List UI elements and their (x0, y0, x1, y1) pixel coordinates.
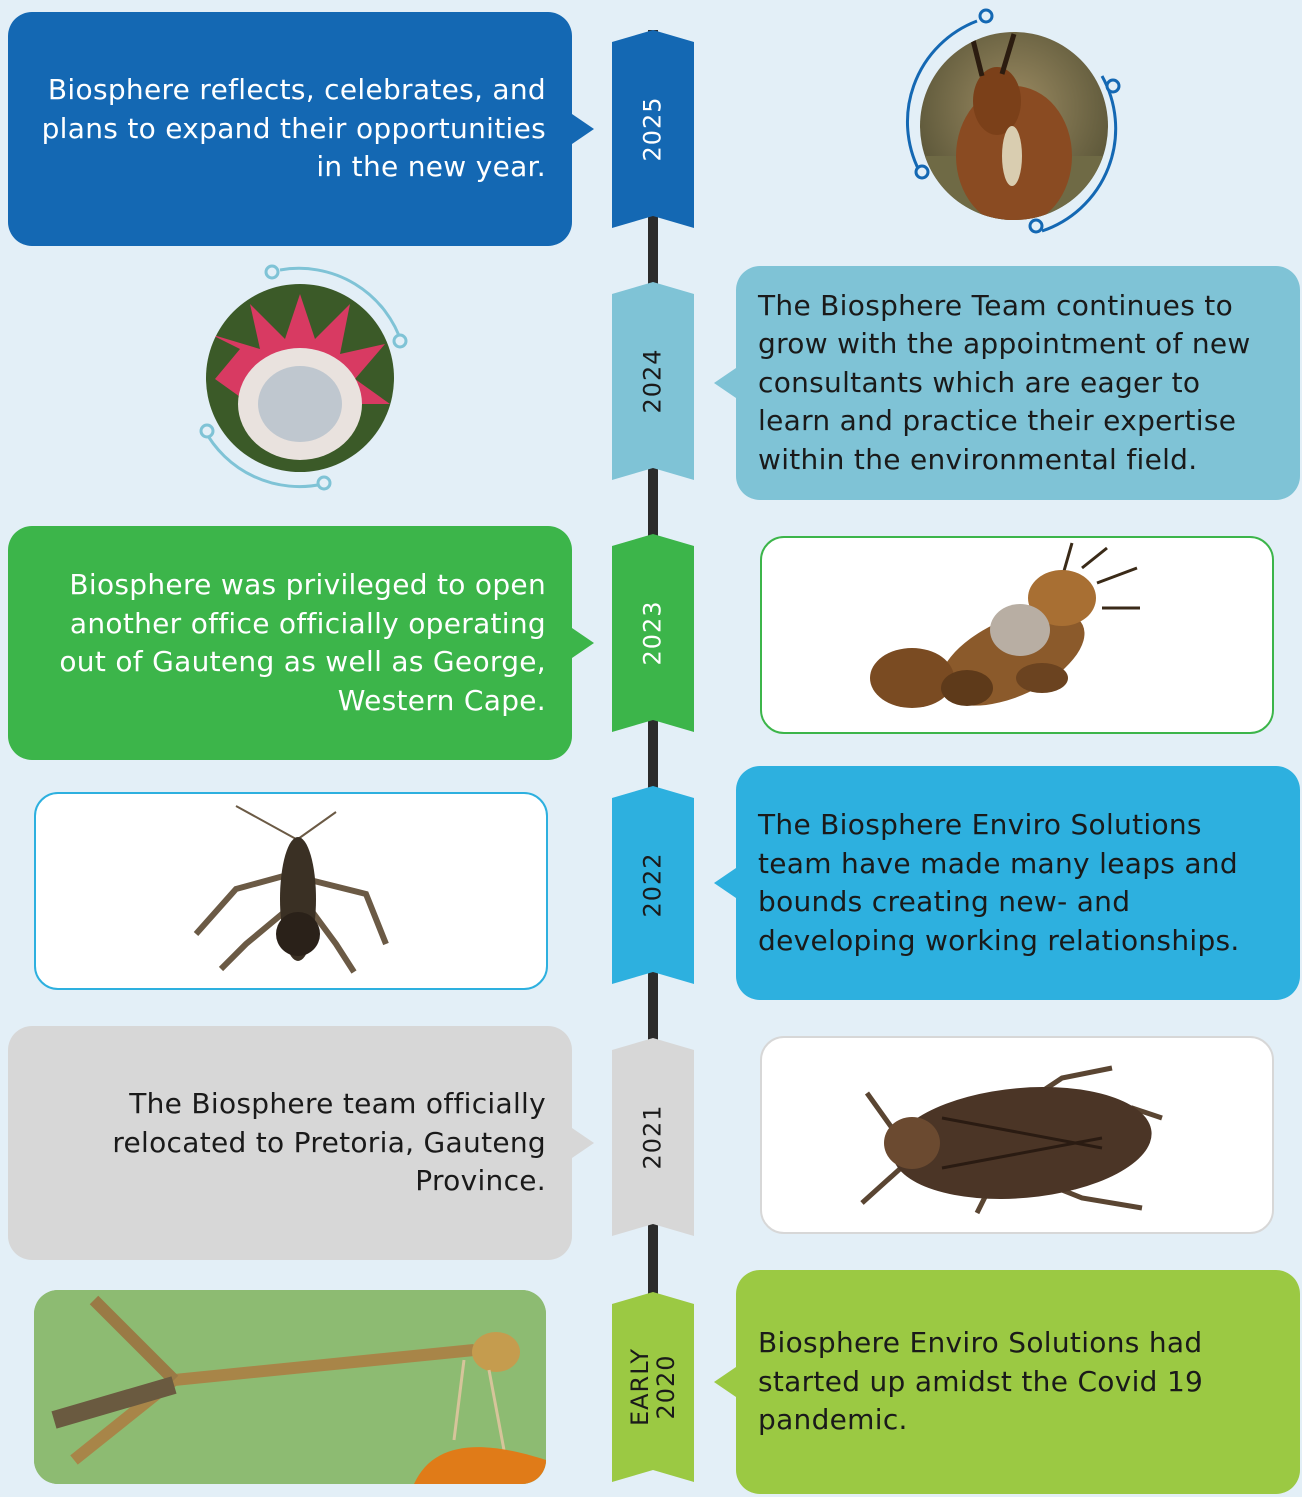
mayfly-photo-card (34, 792, 548, 990)
caddisfly-photo-card (760, 536, 1274, 734)
entry-text: The Biosphere team officially relocated … (112, 1087, 546, 1198)
year-label: 2022 (638, 852, 667, 918)
timeline-entry-2021: The Biosphere team officially relocated … (8, 1026, 594, 1260)
pointer-arrow (572, 628, 594, 658)
year-label: 2024 (638, 348, 667, 414)
timeline-spine (648, 30, 658, 1470)
mayfly-photo (193, 805, 389, 974)
year-label: 2025 (638, 96, 667, 162)
entry-text: Biosphere was privileged to open another… (59, 568, 546, 717)
antelope-photo (906, 8, 1121, 234)
year-label: EARLY 2020 (627, 1348, 679, 1426)
year-label: 2021 (638, 1104, 667, 1170)
entry-text: The Biosphere Enviro Solutions team have… (758, 808, 1240, 957)
year-tag-early-2020: EARLY 2020 (612, 1292, 694, 1482)
timeline-entry-early-2020: Biosphere Enviro Solutions had started u… (714, 1270, 1300, 1494)
timeline-entry-2025: Biosphere reflects, celebrates, and plan… (8, 12, 594, 246)
waterbug-photo-card (760, 1036, 1274, 1234)
pointer-arrow (714, 868, 736, 898)
damselfly-photo (34, 1290, 546, 1484)
pointer-arrow (572, 1128, 594, 1158)
damselfly-photo-card (34, 1290, 546, 1484)
timeline-entry-2024: The Biosphere Team continues to grow wit… (714, 266, 1300, 500)
entry-text: The Biosphere Team continues to grow wit… (758, 288, 1251, 476)
timeline-entry-2023: Biosphere was privileged to open another… (8, 526, 594, 760)
pointer-arrow (714, 1367, 736, 1397)
year-tag-2022: 2022 (612, 786, 694, 984)
year-tag-2024: 2024 (612, 282, 694, 480)
antelope-photo-frame (902, 6, 1132, 236)
year-tag-2021: 2021 (612, 1038, 694, 1236)
year-tag-2025: 2025 (612, 30, 694, 228)
pointer-arrow (572, 114, 594, 144)
protea-photo-frame (190, 264, 420, 494)
year-label-line1: EARLY (625, 1347, 654, 1427)
pointer-arrow (714, 368, 736, 398)
year-tag-2023: 2023 (612, 534, 694, 732)
caddisfly-photo (870, 542, 1140, 708)
entry-text: Biosphere reflects, celebrates, and plan… (41, 73, 546, 184)
year-label: 2023 (638, 600, 667, 666)
protea-photo (199, 264, 408, 491)
year-label-line2: 2020 (651, 1354, 680, 1420)
timeline-entry-2022: The Biosphere Enviro Solutions team have… (714, 766, 1300, 1000)
entry-text: Biosphere Enviro Solutions had started u… (758, 1326, 1204, 1437)
water-bug-photo (860, 1065, 1163, 1215)
